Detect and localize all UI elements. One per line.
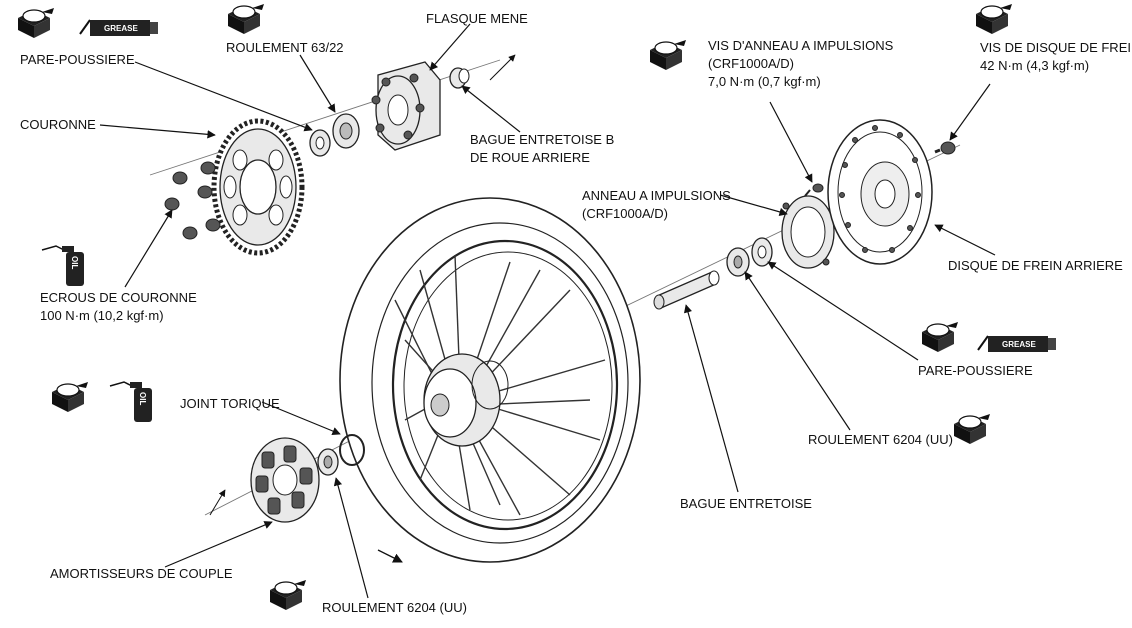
label-disque-frein: DISQUE DE FREIN ARRIERE	[948, 258, 1123, 273]
sprocket	[211, 118, 305, 256]
label-ecrous-couronne-line1: ECROUS DE COURONNE	[40, 290, 197, 305]
label-bague-entretoise-b-line2: DE ROUE ARRIERE	[470, 150, 590, 165]
svg-text:OIL: OIL	[138, 392, 147, 405]
svg-text:OIL: OIL	[70, 256, 79, 269]
label-vis-disque-line2: 42 N·m (4,3 kgf·m)	[980, 58, 1089, 73]
distance-collar	[653, 270, 720, 310]
label-roulement-63-22: ROULEMENT 63/22	[226, 40, 344, 55]
label-vis-anneau-line1: VIS D'ANNEAU A IMPULSIONS	[708, 38, 894, 53]
label-vis-anneau-line3: 7,0 N·m (0,7 kgf·m)	[708, 74, 821, 89]
new-icon: NEW	[227, 3, 265, 35]
dust-seal-top	[309, 129, 331, 157]
label-bague-entretoise: BAGUE ENTRETOISE	[680, 496, 812, 511]
new-icon: NEW	[975, 3, 1013, 35]
label-pare-poussiere-right: PARE-POUSSIERE	[918, 363, 1033, 378]
svg-text:GREASE: GREASE	[1002, 340, 1036, 349]
label-joint-torique: JOINT TORIQUE	[180, 396, 280, 411]
svg-text:NEW: NEW	[985, 10, 1002, 17]
damper-rubbers	[250, 437, 320, 523]
pulser-ring-bolt	[804, 183, 824, 197]
svg-text:NEW: NEW	[237, 10, 254, 17]
label-vis-disque-line1: VIS DE DISQUE DE FREIN	[980, 40, 1132, 55]
dust-seal-right	[751, 237, 773, 267]
grease-icon: GREASE	[977, 335, 1056, 352]
brake-disc	[827, 119, 933, 265]
label-vis-anneau-line2: (CRF1000A/D)	[708, 56, 794, 71]
svg-text:NEW: NEW	[963, 420, 980, 427]
side-collar-b	[449, 67, 470, 89]
pulser-ring	[781, 195, 835, 269]
sprocket-nuts	[164, 161, 221, 240]
label-roulement-6204-right: ROULEMENT 6204 (UU)	[808, 432, 953, 447]
bearing-63-22	[332, 113, 360, 149]
label-flasque-mene: FLASQUE MENE	[426, 11, 528, 26]
new-icon: NEW	[649, 39, 687, 71]
label-roulement-6204-bottom: ROULEMENT 6204 (UU)	[322, 600, 467, 615]
svg-text:NEW: NEW	[61, 388, 78, 395]
svg-text:NEW: NEW	[27, 14, 44, 21]
part-labels: PARE-POUSSIERE ROULEMENT 63/22 FLASQUE M…	[20, 11, 1132, 615]
rear-wheel	[339, 197, 641, 563]
new-icon: NEW	[17, 7, 55, 39]
new-icon: NEW	[921, 321, 959, 353]
label-pare-poussiere-top: PARE-POUSSIERE	[20, 52, 135, 67]
grease-icon: GREASE	[79, 19, 158, 36]
label-couronne: COURONNE	[20, 117, 96, 132]
svg-text:GREASE: GREASE	[104, 24, 138, 33]
wheel-hub	[423, 353, 509, 447]
bearing-6204-right	[726, 247, 750, 277]
leader-lines	[99, 23, 996, 599]
label-bague-entretoise-b-line1: BAGUE ENTRETOISE B	[470, 132, 614, 147]
bearing-6204-bottom	[317, 448, 339, 476]
label-anneau-impulsions-line2: (CRF1000A/D)	[582, 206, 668, 221]
label-ecrous-couronne-line2: 100 N·m (10,2 kgf·m)	[40, 308, 164, 323]
brake-disc-bolt	[934, 141, 956, 155]
new-icon: NEW	[269, 579, 307, 611]
label-amortisseurs: AMORTISSEURS DE COUPLE	[50, 566, 233, 581]
new-icon: NEW	[51, 381, 89, 413]
label-anneau-impulsions-line1: ANNEAU A IMPULSIONS	[582, 188, 731, 203]
new-icon: NEW	[953, 413, 991, 445]
svg-text:NEW: NEW	[931, 328, 948, 335]
svg-text:NEW: NEW	[279, 586, 296, 593]
svg-text:NEW: NEW	[659, 46, 676, 53]
oil-icon: OIL	[109, 381, 152, 422]
driven-flange	[371, 61, 441, 151]
o-ring	[339, 434, 365, 466]
oil-icon: OIL	[41, 245, 84, 286]
